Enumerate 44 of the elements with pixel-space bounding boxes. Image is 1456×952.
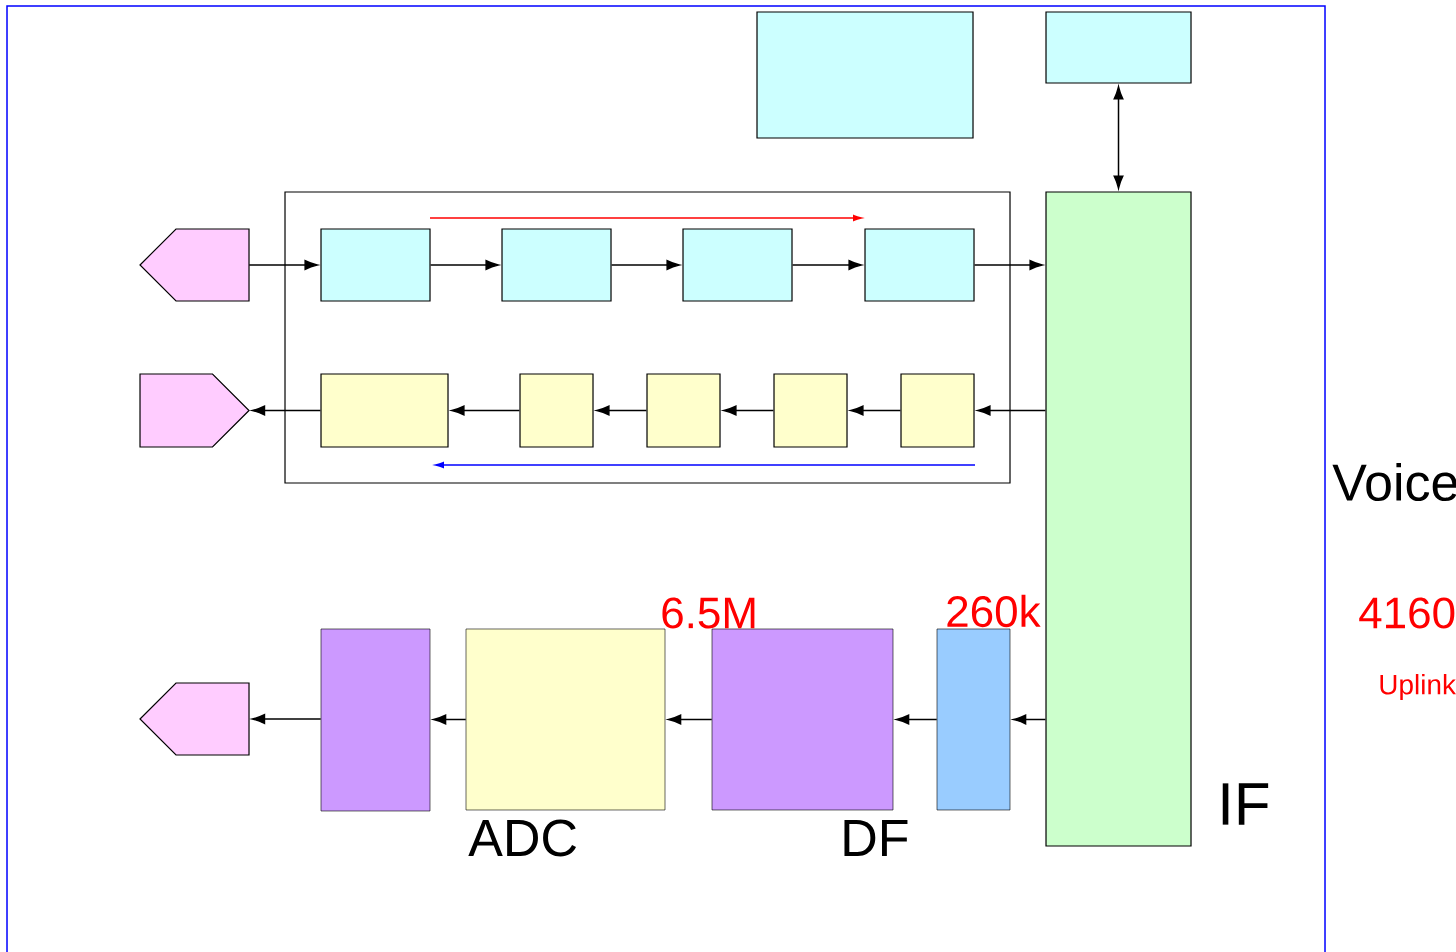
block-label: IF xyxy=(1222,783,1269,825)
block-box xyxy=(320,228,431,302)
arrow xyxy=(429,260,499,270)
connector-pentagon xyxy=(139,228,250,302)
block-box xyxy=(756,11,974,139)
arrow xyxy=(1113,86,1124,189)
block-box xyxy=(936,628,1011,811)
arrow xyxy=(451,405,521,416)
arrow xyxy=(251,405,322,416)
block-box xyxy=(320,373,449,448)
arrow xyxy=(791,260,862,270)
arrow xyxy=(973,260,1043,270)
block-box xyxy=(1045,11,1192,84)
block-box xyxy=(864,228,975,302)
arrow xyxy=(895,714,938,725)
arrow xyxy=(1012,714,1047,725)
block-label: DF xyxy=(844,820,908,856)
block-box xyxy=(465,628,666,811)
block-box xyxy=(773,373,848,448)
block-label: ADC xyxy=(468,819,576,857)
block-box xyxy=(900,373,975,448)
arrow xyxy=(432,714,467,725)
connector-pentagon xyxy=(139,373,250,448)
arrow xyxy=(610,260,680,270)
arrow xyxy=(723,405,775,416)
group-frame xyxy=(284,191,1011,484)
block-box xyxy=(519,373,594,448)
arrow xyxy=(248,260,318,270)
arrow xyxy=(667,714,713,725)
arrow xyxy=(850,405,902,416)
signal-label: Uplink xyxy=(1380,673,1456,701)
arrow xyxy=(251,714,322,724)
block-box xyxy=(320,628,431,812)
block-box xyxy=(711,628,894,811)
arrow xyxy=(596,405,648,416)
rate-label: 6.5M xyxy=(662,597,755,629)
rate-label: 260k xyxy=(947,594,1041,628)
connector-pentagon xyxy=(139,682,250,756)
block-box xyxy=(646,373,721,448)
block-box xyxy=(501,228,612,302)
block-box xyxy=(1045,191,1192,847)
block-box xyxy=(682,228,793,302)
rate-label: 4160 xyxy=(1359,597,1455,629)
arrow xyxy=(977,405,1047,416)
